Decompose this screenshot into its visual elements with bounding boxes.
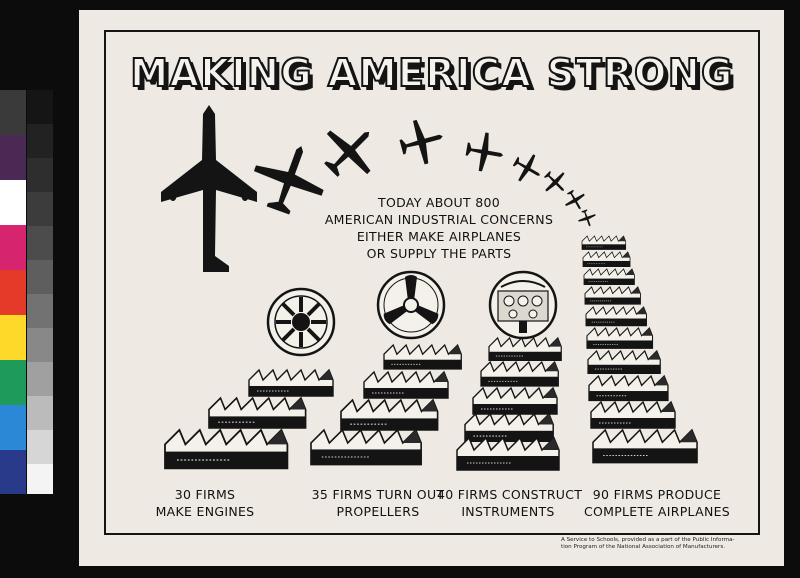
- center-line: EITHER MAKE AIRPLANES: [356, 229, 522, 244]
- poster: MAKING AMERICA STRONG MAKING AMERICA STR…: [79, 10, 784, 566]
- poster-title: MAKING AMERICA STRONG MAKING AMERICA STR…: [129, 50, 738, 99]
- title-text: MAKING AMERICA STRONG: [130, 51, 734, 95]
- propeller-icon: [376, 270, 446, 340]
- caption-line: COMPLETE AIRPLANES: [583, 504, 731, 519]
- airplane-icon: [161, 105, 599, 272]
- footer-line: tion Program of the National Association…: [561, 544, 726, 550]
- footer-line: A Service to Schools, provided as a part…: [561, 537, 735, 543]
- caption-line: PROPELLERS: [336, 504, 420, 519]
- illustration: [161, 105, 698, 471]
- footer-credit: A Service to Schools, provided as a part…: [561, 537, 781, 551]
- center-line: TODAY ABOUT 800: [378, 195, 500, 210]
- center-line: OR SUPPLY THE PARTS: [366, 246, 512, 261]
- radial-engine-icon: [266, 287, 336, 357]
- caption-line: 90 FIRMS PRODUCE: [592, 487, 722, 502]
- caption-line: INSTRUMENTS: [461, 504, 555, 519]
- caption-line: MAKE ENGINES: [155, 504, 255, 519]
- instrument-panel-icon: [488, 270, 558, 340]
- color-calibration-strip: [0, 90, 54, 494]
- caption-line: 35 FIRMS TURN OUT: [311, 487, 445, 502]
- center-statement: TODAY ABOUT 800 AMERICAN INDUSTRIAL CONC…: [299, 194, 579, 262]
- color-swatches: [0, 90, 26, 494]
- caption-instruments: 40 FIRMS CONSTRUCT INSTRUMENTS: [437, 486, 583, 520]
- caption-engines: 30 FIRMS MAKE ENGINES: [131, 486, 279, 520]
- title-shadow: MAKING AMERICA STRONG: [134, 55, 738, 99]
- caption-line: 30 FIRMS: [174, 487, 236, 502]
- caption-airplanes: 90 FIRMS PRODUCE COMPLETE AIRPLANES: [577, 486, 737, 520]
- caption-line: 40 FIRMS CONSTRUCT: [437, 487, 583, 502]
- center-line: AMERICAN INDUSTRIAL CONCERNS: [324, 212, 554, 227]
- gray-swatches: [27, 90, 53, 494]
- factory-building-icon: [164, 235, 698, 471]
- caption-propellers: 35 FIRMS TURN OUT PROPELLERS: [293, 486, 463, 520]
- poster-frame: [104, 30, 760, 535]
